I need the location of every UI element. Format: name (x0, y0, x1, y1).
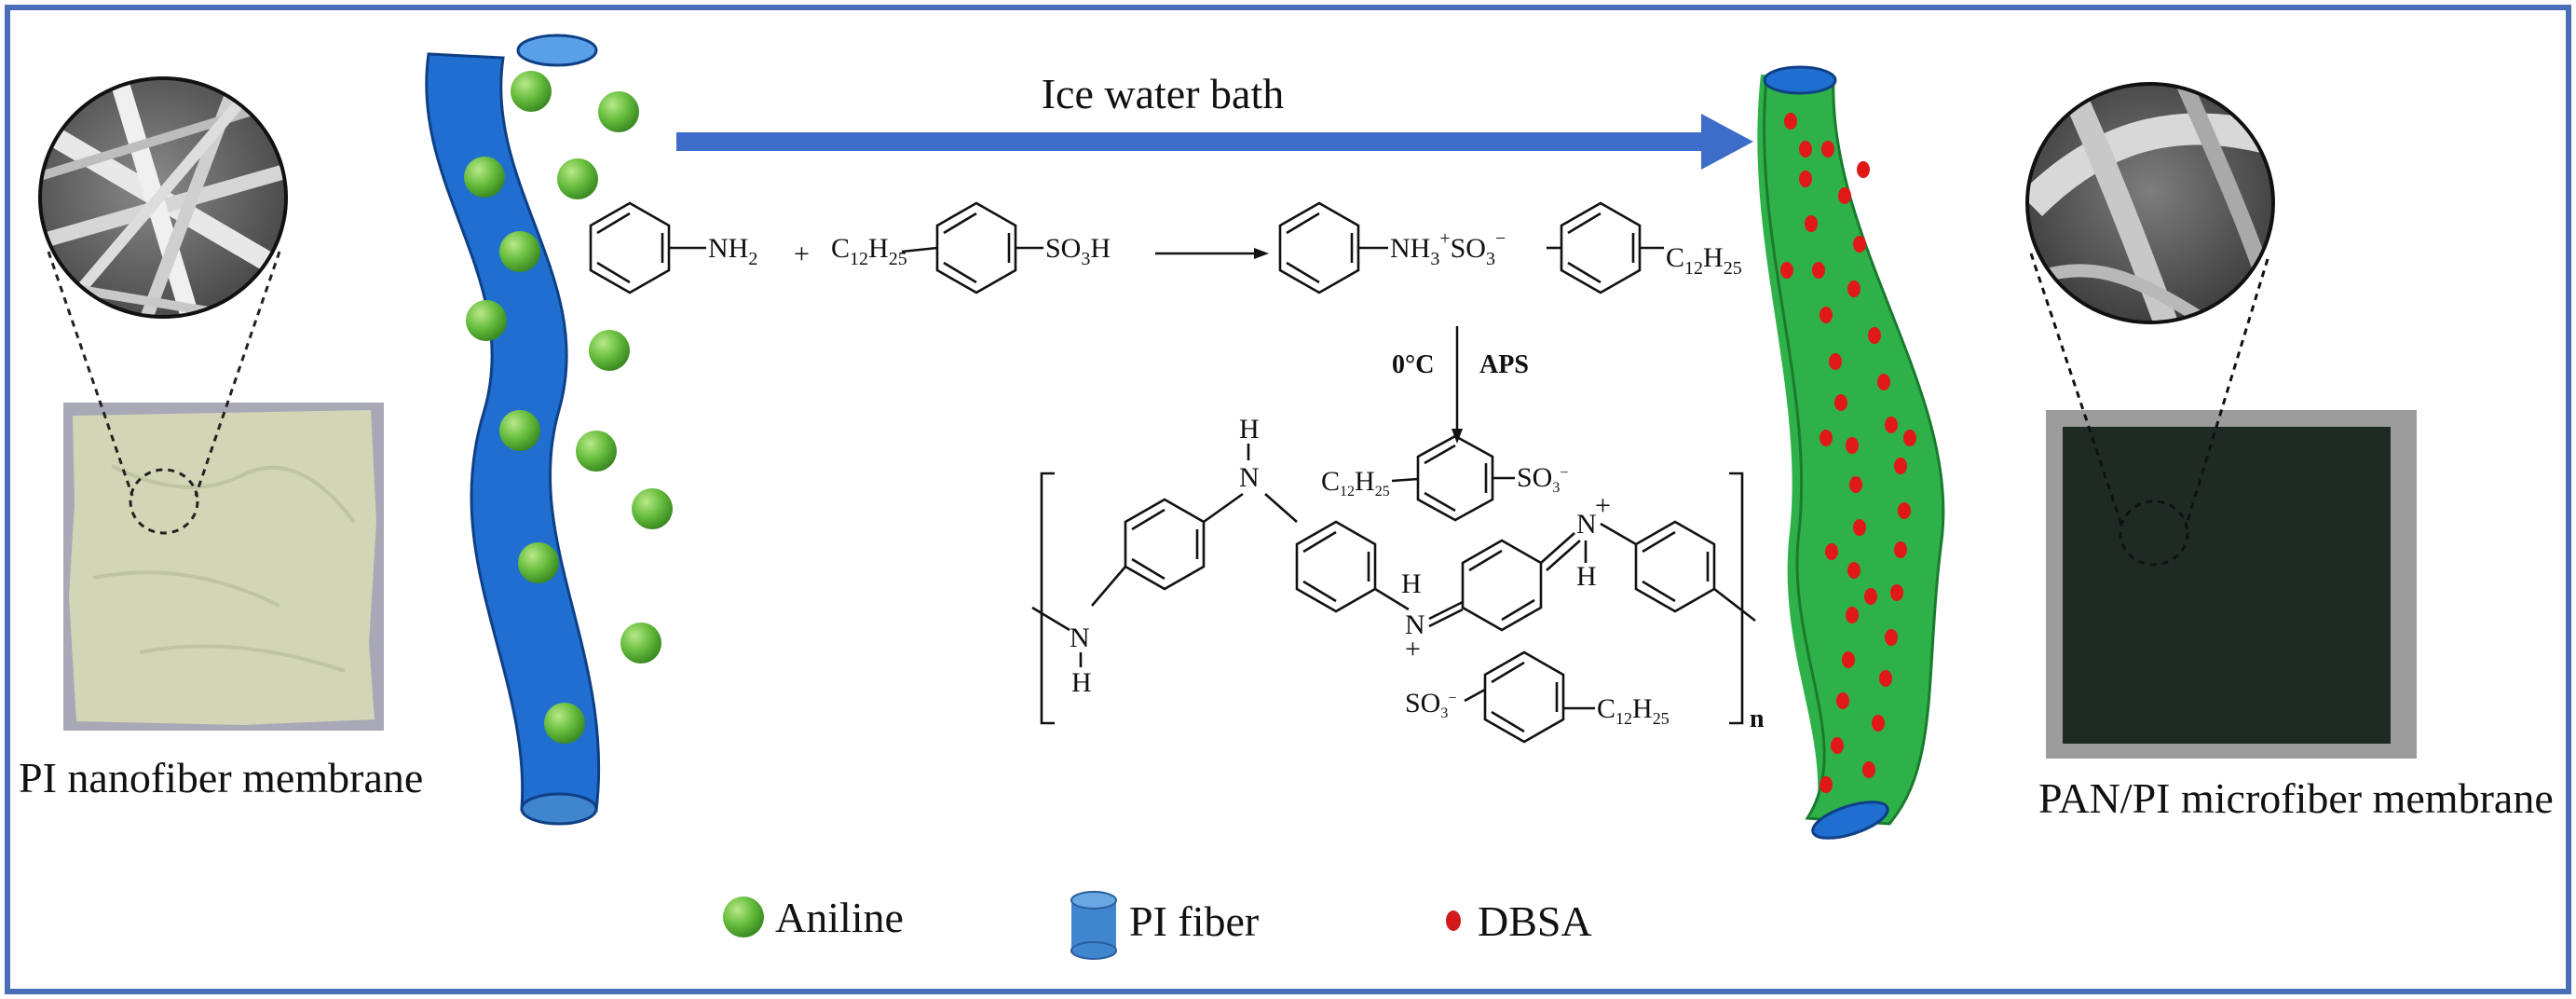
pan-pi-caption: PAN/PI microfiber membrane (2038, 774, 2554, 822)
dbsa-dot (1799, 141, 1812, 157)
pan-pi-membrane-panel: PAN/PI microfiber membrane (2025, 82, 2554, 822)
plus-sign: + (794, 239, 810, 269)
aniline-structure: NH2 (589, 201, 757, 294)
blue-cylinder-icon (1070, 891, 1117, 960)
pan-pi-membrane-sheet (2063, 427, 2391, 744)
svg-text:NH2: NH2 (708, 233, 757, 269)
pi-zoom-circle (129, 468, 199, 535)
dbsa-dot (1849, 476, 1862, 493)
dbsa-dot (1853, 236, 1866, 253)
dbsa-dot (1862, 761, 1875, 778)
pani-dbsa-polymer: n N H N H H N + (1031, 414, 1765, 744)
reaction-scheme: NH2 + C12H25 SO3H NH3+SO3− (589, 201, 1765, 744)
dbsa-dot (1820, 307, 1833, 323)
svg-text:NH3+SO3−: NH3+SO3− (1390, 228, 1506, 269)
svg-text:SO3H: SO3H (1045, 233, 1111, 269)
dbsa-dot (1864, 588, 1877, 605)
dbsa-dot (1903, 430, 1916, 446)
svg-text:n: n (1750, 705, 1765, 733)
condition-reagent: APS (1479, 350, 1529, 379)
dbsa-dot (1846, 607, 1859, 623)
dbsa-dot (1868, 327, 1881, 344)
svg-text:+: + (1405, 634, 1421, 664)
pi-sem-image (38, 76, 288, 319)
arrow-label: Ice water bath (1042, 70, 1285, 117)
dbsa-dot (1831, 737, 1844, 754)
dbsa-dot (1898, 502, 1911, 519)
legend-label-pi-fiber: PI fiber (1129, 897, 1259, 945)
svg-text:N: N (1405, 609, 1425, 640)
dbsa-dot (1838, 187, 1851, 204)
dbsa-dot (1820, 776, 1833, 793)
green-sphere-icon (723, 896, 764, 937)
dbsa-dot (1847, 562, 1860, 579)
dbsa-dot (1853, 519, 1866, 536)
dbsa-dot (1877, 374, 1890, 390)
svg-text:H: H (1071, 667, 1092, 698)
pi-membrane-sheet (69, 410, 376, 725)
legend-label-aniline: Aniline (775, 894, 904, 941)
legend-label-dbsa: DBSA (1478, 897, 1592, 945)
pani-coated-fiber (1757, 65, 1945, 840)
condition-temperature: 0°C (1392, 350, 1434, 379)
dbsa-dot (1885, 417, 1898, 433)
dbsa-dot (1890, 584, 1903, 601)
dbsa-dot (1885, 629, 1898, 646)
dbsa-dot (1872, 715, 1885, 732)
pi-caption: PI nanofiber membrane (19, 754, 423, 801)
dbsa-dot (1784, 113, 1797, 130)
svg-text:N: N (1070, 623, 1090, 653)
dbsa-dot (1821, 141, 1834, 157)
dbsa-dot (1825, 543, 1838, 560)
dbsa-dot (1836, 692, 1849, 709)
svg-text:C12H25: C12H25 (831, 233, 907, 269)
dbsa-dot (1812, 262, 1825, 279)
dbsa-dot (1805, 215, 1818, 232)
dbsa-dot (1846, 437, 1859, 454)
dbsa-dot (1834, 394, 1847, 411)
legend: Aniline PI fiber DBSA (723, 891, 1592, 960)
dbsa-dots (1780, 113, 1916, 793)
svg-text:SO3−: SO3− (1405, 688, 1456, 721)
dbsa-dot (1820, 430, 1833, 446)
dbsa-structure: C12H25 SO3H (831, 201, 1111, 294)
svg-text:C12H25: C12H25 (1666, 242, 1742, 279)
svg-text:N: N (1576, 509, 1597, 540)
anilinium-dbs-salt: NH3+SO3− C12H25 (1278, 201, 1742, 294)
dbsa-dot (1857, 161, 1870, 178)
svg-text:SO3−: SO3− (1517, 462, 1568, 496)
aniline-spheres (464, 71, 673, 744)
svg-text:C12H25: C12H25 (1321, 466, 1390, 500)
pi-membrane-panel: PI nanofiber membrane (19, 76, 423, 801)
dbsa-dot (1894, 458, 1907, 474)
svg-text:N: N (1239, 462, 1260, 493)
dbsa-dot (1894, 541, 1907, 558)
dbsa-dot (1879, 670, 1892, 687)
svg-text:H: H (1576, 561, 1597, 592)
svg-text:H: H (1401, 568, 1422, 599)
dbsa-dot (1799, 171, 1812, 187)
red-dot-icon (1446, 910, 1461, 931)
pi-fiber-aniline (425, 34, 673, 826)
svg-text:+: + (1595, 490, 1611, 521)
dbsa-dot (1847, 281, 1860, 297)
pan-pi-zoom-circle (2119, 500, 2189, 567)
process-arrow: Ice water bath (676, 70, 1753, 170)
svg-text:C12H25: C12H25 (1597, 693, 1670, 728)
dbsa-dot (1829, 353, 1842, 370)
dbsa-dot (1780, 262, 1793, 279)
dbsa-dot (1842, 651, 1855, 668)
pan-pi-sem-image (2025, 82, 2275, 324)
frame-border (5, 5, 2571, 994)
svg-text:H: H (1239, 414, 1260, 445)
